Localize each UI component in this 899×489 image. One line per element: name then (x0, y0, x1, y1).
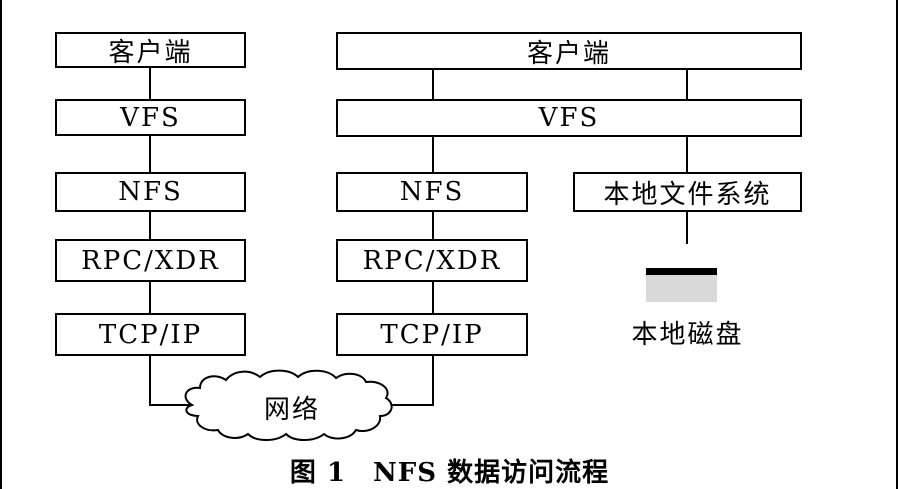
left-tcp-box (55, 313, 246, 356)
left-nfs-label: NFS (118, 177, 183, 207)
right-tcp-label: TCP/IP (380, 319, 484, 350)
network-cloud-icon (184, 369, 393, 441)
local-fs-box (573, 172, 802, 212)
right-nfs-box (336, 172, 528, 212)
left-vfs-label: VFS (120, 102, 181, 133)
right-client-label: 客户端 (526, 38, 611, 69)
disk-body-icon (646, 275, 717, 302)
right-vfs-label: VFS (538, 103, 600, 133)
left-nfs-box (55, 172, 246, 212)
left-rpc-box (55, 239, 246, 282)
local-disk-label: 本地磁盘 (631, 319, 744, 350)
right-tcp-box (336, 313, 528, 356)
figure-caption: 图 1 NFS 数据访问流程 (289, 458, 610, 488)
left-tcp-network-connector (149, 355, 192, 406)
right-rpc-label: RPC/XDR (362, 245, 502, 276)
right-rpc-box (336, 239, 528, 282)
left-client-box (55, 32, 246, 68)
network-label: 网络 (263, 394, 320, 425)
right-vfs-box (336, 99, 802, 137)
left-client-label: 客户端 (108, 37, 193, 68)
left-rpc-label: RPC/XDR (81, 245, 220, 276)
local-fs-label: 本地文件系统 (603, 179, 772, 210)
right-tcp-network-connector (392, 355, 434, 406)
left-vfs-box (55, 99, 246, 136)
disk-stripe (646, 268, 717, 275)
right-client-box (336, 32, 802, 70)
left-tcp-label: TCP/IP (98, 319, 203, 350)
right-nfs-label: NFS (399, 177, 465, 207)
